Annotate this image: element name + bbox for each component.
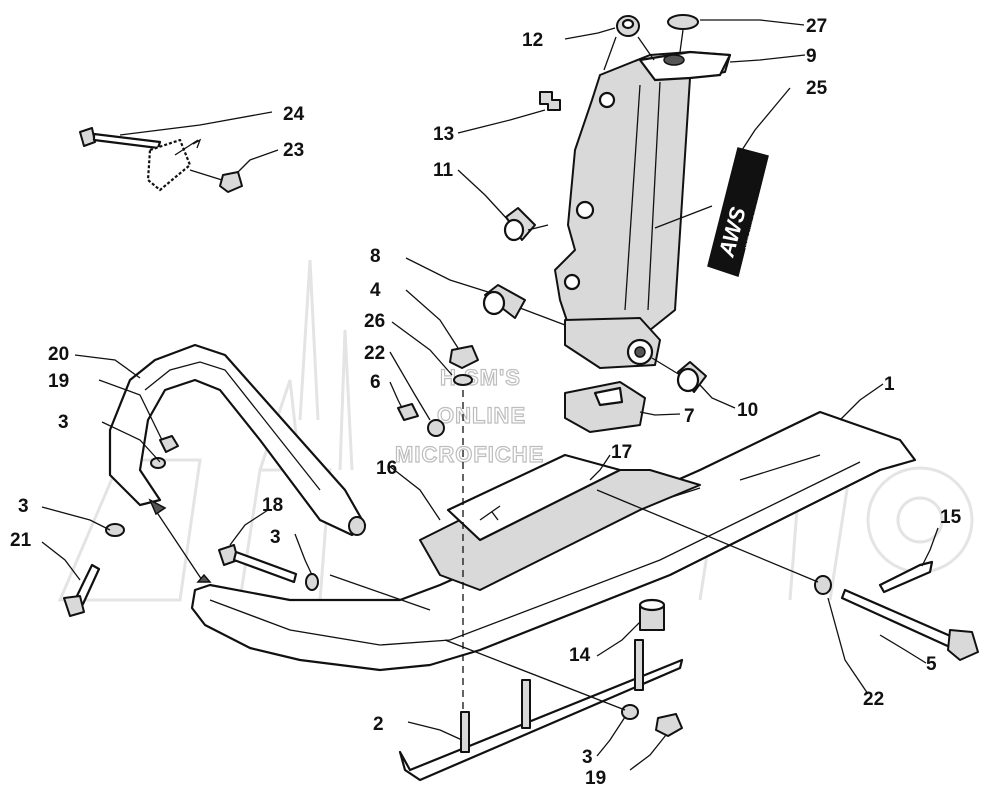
washer-3-upper [150,457,166,469]
assembly-arrow [148,498,212,583]
callout-13: 13 [433,124,454,145]
callout-22a: 22 [364,343,385,364]
bushing-8 [482,284,526,319]
callout-3a: 3 [58,412,69,433]
callout-1: 1 [884,374,895,395]
bolt-18 [218,544,298,584]
callout-3d: 3 [582,747,593,768]
washer-22-upper [427,419,445,437]
washer-3-left [105,523,125,537]
spindle-clevis [564,317,661,369]
callout-labels: 1 2 3 3 3 3 4 5 6 7 8 9 10 11 12 13 14 1… [10,16,962,789]
watermark-line-3: MICROFICHE [395,442,544,467]
wear-bar-2 [398,639,684,782]
callout-25: 25 [806,78,828,99]
callout-27: 27 [806,16,827,37]
callout-19a: 19 [48,371,69,392]
bolt-21 [63,563,101,617]
nut-6 [397,403,419,421]
watermark-line-2: ONLINE [437,403,526,428]
watermark-line-1: H.SM'S [440,365,521,390]
assembly-lines [189,29,819,711]
spindle-housing-9 [554,50,732,331]
callout-7: 7 [684,406,695,427]
watermark-text: H.SM'S ONLINE MICROFICHE [394,364,544,467]
saddle-16 [419,453,701,591]
callout-3b: 3 [18,496,29,517]
callout-3c: 3 [270,527,281,548]
callout-14: 14 [569,645,591,666]
nut-4 [449,345,479,369]
block-7 [564,381,646,433]
callout-26: 26 [364,311,385,332]
bushing-11 [503,207,536,242]
callout-16: 16 [376,458,397,479]
callout-19b: 19 [585,768,606,789]
bracket-23-area [146,138,202,192]
cotter-pin-15 [878,560,934,594]
washer-26 [453,374,473,386]
washer-3-lower [621,704,639,720]
leader-lines [41,19,939,771]
washer-3-bolt18 [305,573,319,591]
callout-15: 15 [940,507,962,528]
callout-2: 2 [373,714,384,735]
callout-21: 21 [10,530,32,551]
nut-19-lower [655,713,683,737]
nut-23 [219,171,243,193]
callout-4: 4 [370,280,381,301]
ski-loop-20 [108,343,367,537]
callout-22b: 22 [863,689,884,710]
callout-5: 5 [926,654,937,675]
washer-22-right [814,575,832,595]
spacer-14 [638,598,666,631]
callout-24: 24 [283,104,305,125]
callout-23: 23 [283,140,304,161]
callout-9: 9 [806,46,817,67]
callout-18: 18 [262,495,283,516]
aws-decal-25: AWS ARCTIC WISHBONE SUSPENSION [707,147,771,277]
bolt-24 [79,127,162,150]
cap-27 [667,14,699,30]
callout-8: 8 [370,246,381,267]
callout-11: 11 [433,160,454,181]
bushing-10 [676,361,707,393]
callout-20: 20 [48,344,69,365]
callout-17: 17 [611,442,632,463]
callout-10: 10 [737,400,758,421]
grease-fitting-13 [539,91,561,111]
callout-12: 12 [522,30,543,51]
bolt-5 [840,588,979,661]
nut-12 [616,15,640,37]
callout-6: 6 [370,372,381,393]
nut-19-top [159,435,179,453]
